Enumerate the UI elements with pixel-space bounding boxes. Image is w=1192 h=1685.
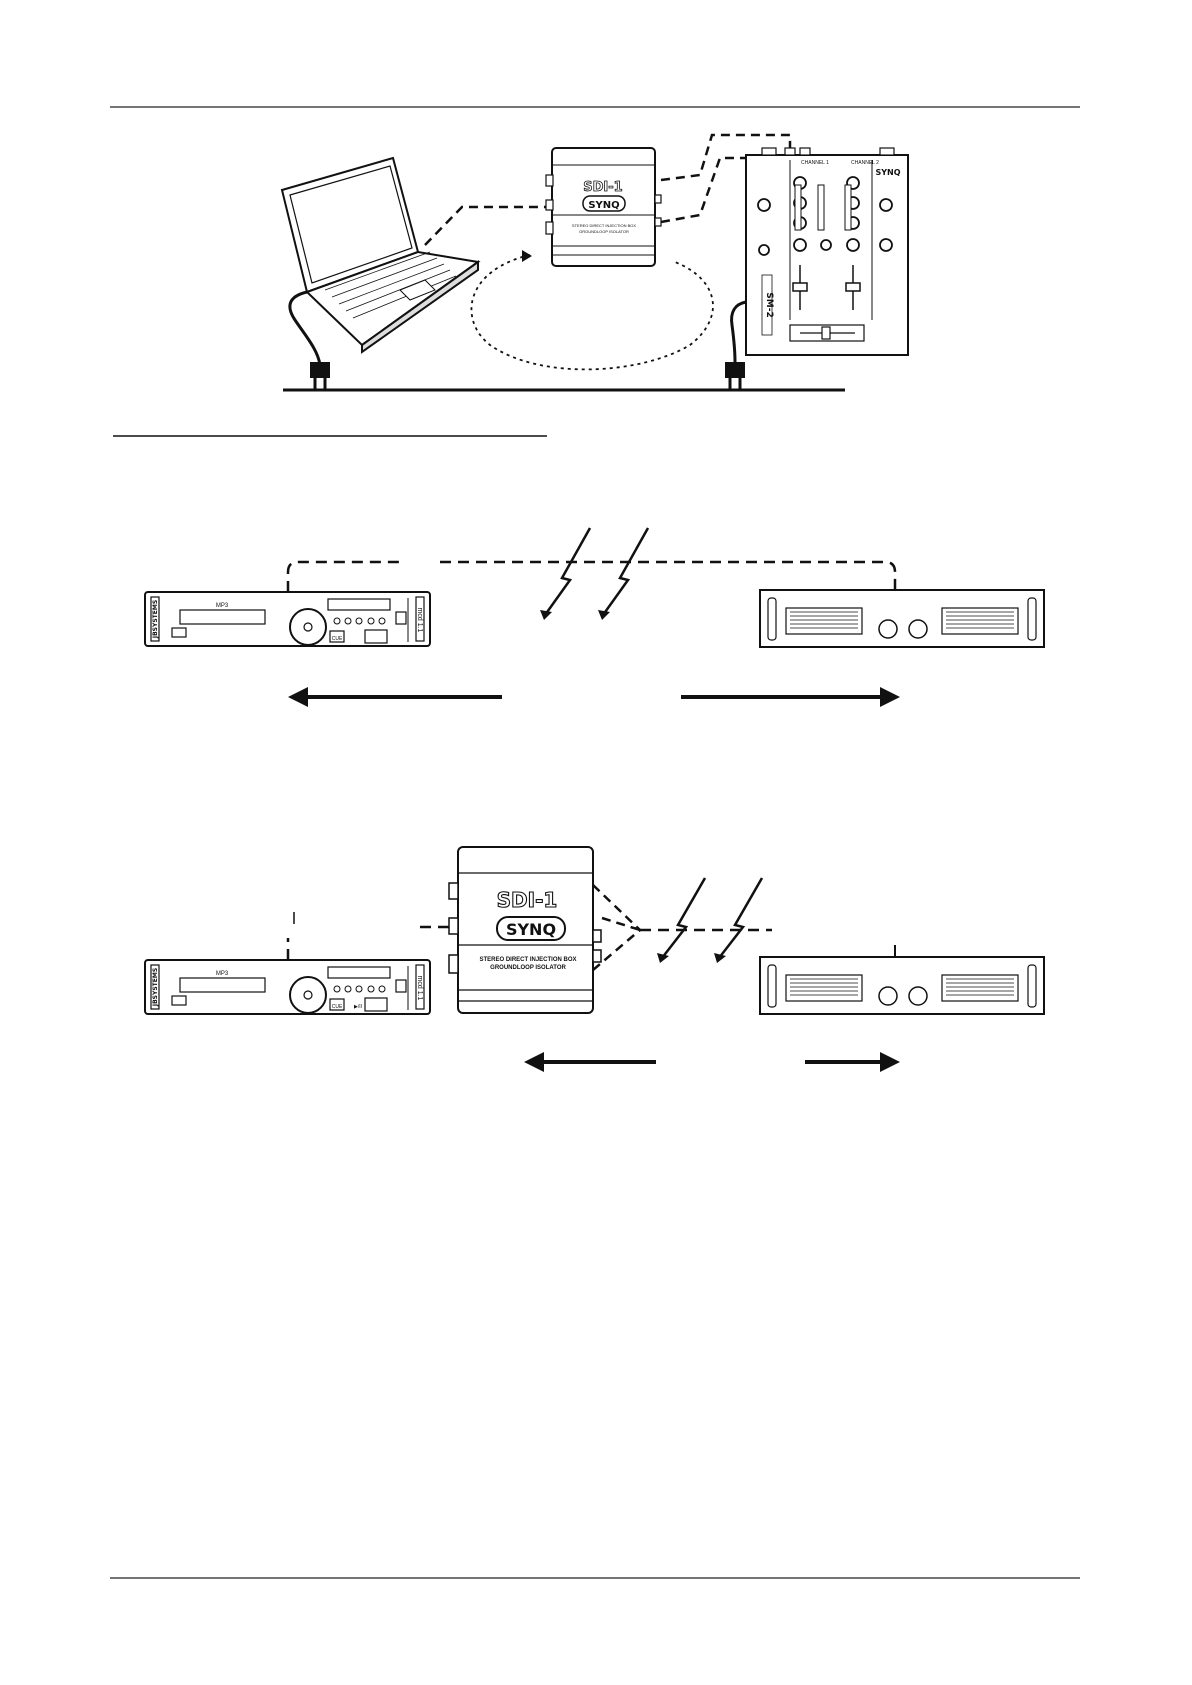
sdi1-brand-label-large: SYNQ <box>506 920 556 939</box>
cd-model-label-bottom: mcd 1.1 <box>416 976 423 1001</box>
mixer-power-plug <box>725 362 745 390</box>
cd-to-amp-cable-left <box>288 562 405 592</box>
cd-badge-top: MP3 <box>216 603 229 609</box>
mixer-model-label: SM-2 <box>764 292 774 317</box>
interference-bolt-2-head <box>598 610 610 620</box>
sdi1-out-cable-mid <box>602 918 640 930</box>
amplifier-bottom <box>760 957 1044 1014</box>
laptop-illustration <box>282 158 478 352</box>
figure-cd-to-amp-with-isolator: JBSYSTEMS MP3 mcd 1.1 CUE ▶/II SDI-1 SYN… <box>145 847 1044 1072</box>
interference-bolt-3 <box>662 878 705 958</box>
sdi1-caption2-small: GROUNDLOOP ISOLATOR <box>579 229 629 234</box>
ground-loop-arrowhead <box>522 250 532 262</box>
arrow-left-bottom-head <box>524 1052 544 1072</box>
mixer-channel2-label: CHANNEL 2 <box>851 160 879 166</box>
figure-ground-loop-laptop: SDI-1 SYNQ STEREO DIRECT INJECTION BOX G… <box>282 135 908 390</box>
sdi1-caption2-large: GROUNDLOOP ISOLATOR <box>490 965 566 971</box>
arrow-right-bottom-head <box>880 1052 900 1072</box>
interference-bolt-4 <box>719 878 762 958</box>
sdi1-caption1-large: STEREO DIRECT INJECTION BOX <box>479 957 576 963</box>
laptop-power-plug <box>310 362 330 390</box>
arrow-left-top-head <box>288 687 308 707</box>
mixer-channel1-label: CHANNEL 1 <box>801 160 829 166</box>
cd-cue-label-bottom: CUE <box>332 1004 343 1010</box>
amplifier-top <box>760 590 1044 647</box>
cd-cue-label-top: CUE <box>332 636 343 642</box>
interference-bolt-3-head <box>657 953 669 963</box>
interference-bolt-4-head <box>714 953 726 963</box>
interference-bolt-1-head <box>540 610 552 620</box>
interference-bolt-2 <box>603 528 648 615</box>
laptop-to-sdi1-cable <box>425 207 546 245</box>
cd-model-label-top: mcd 1.1 <box>416 608 423 633</box>
laptop-power-cable <box>290 292 320 365</box>
sdi1-model-label-large: SDI-1 <box>497 888 558 912</box>
mixer-illustration <box>746 148 908 355</box>
cd-badge-bottom: MP3 <box>216 971 229 977</box>
arrow-right-top-head <box>880 687 900 707</box>
mixer-power-cable <box>732 302 746 362</box>
cd-brand-label-bottom: JBSYSTEMS <box>152 968 159 1007</box>
cd-to-amp-cable-right <box>440 562 895 590</box>
cd-player-bottom <box>145 960 430 1014</box>
cd-brand-label-top: JBSYSTEMS <box>152 600 159 639</box>
mixer-brand-label: SYNQ <box>875 168 900 177</box>
interference-bolt-1 <box>545 528 590 615</box>
sdi1-caption1-small: STEREO DIRECT INJECTION BOX <box>572 223 636 228</box>
sdi1-model-label-small: SDI-1 <box>583 180 622 195</box>
cd-play-label-bottom: ▶/II <box>354 1004 362 1010</box>
ground-loop-ellipse <box>471 255 713 369</box>
cd-player-top <box>145 592 430 646</box>
sdi1-brand-label-small: SYNQ <box>588 200 619 211</box>
figure-cd-to-amp-direct: JBSYSTEMS MP3 mcd 1.1 CUE <box>145 528 1044 707</box>
